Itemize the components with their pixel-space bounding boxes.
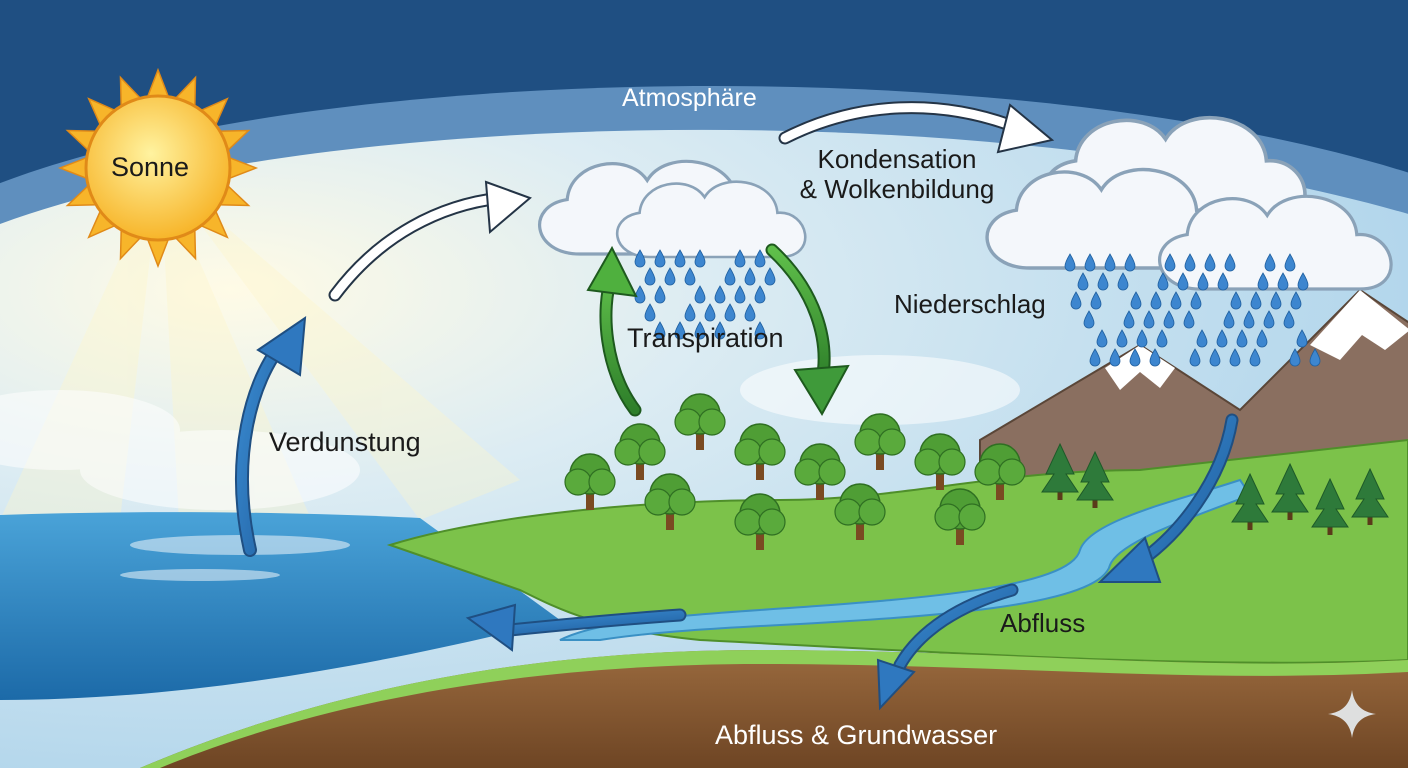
groundwater-arrow [876,583,1019,711]
runoff-groundwater-label: Abfluss & Grundwasser [715,720,998,750]
evaporation-arrow [235,315,307,557]
transpiration-label: Transpiration [627,323,784,353]
grass-edge [140,650,1408,768]
evaporation-arrow-upper [328,180,532,302]
condensation-label-line1: Kondensation [817,144,977,174]
sun-icon [57,67,259,269]
background-clouds [0,355,1020,510]
runoff-label: Abfluss [1000,608,1086,638]
runoff-arrow-river [465,603,687,652]
condensation-arrow [778,101,1055,154]
precipitation-label: Niederschlag [894,289,1046,319]
ocean [0,512,560,700]
sun-label: Sonne [111,152,190,182]
runoff-arrow-mountain [1097,413,1239,583]
atmosphere-label: Atmosphäre [622,84,757,112]
evaporation-label: Verdunstung [269,427,421,457]
precipitation-arrow-down [765,243,850,416]
condensation-label-line2: & Wolkenbildung [799,173,995,204]
sparkle-icon [1328,690,1376,738]
transpiration-arrow-up [586,245,642,417]
ocean-sparkle [120,535,350,581]
condensation-label: Kondensation & Wolkenbildung [786,144,1008,205]
